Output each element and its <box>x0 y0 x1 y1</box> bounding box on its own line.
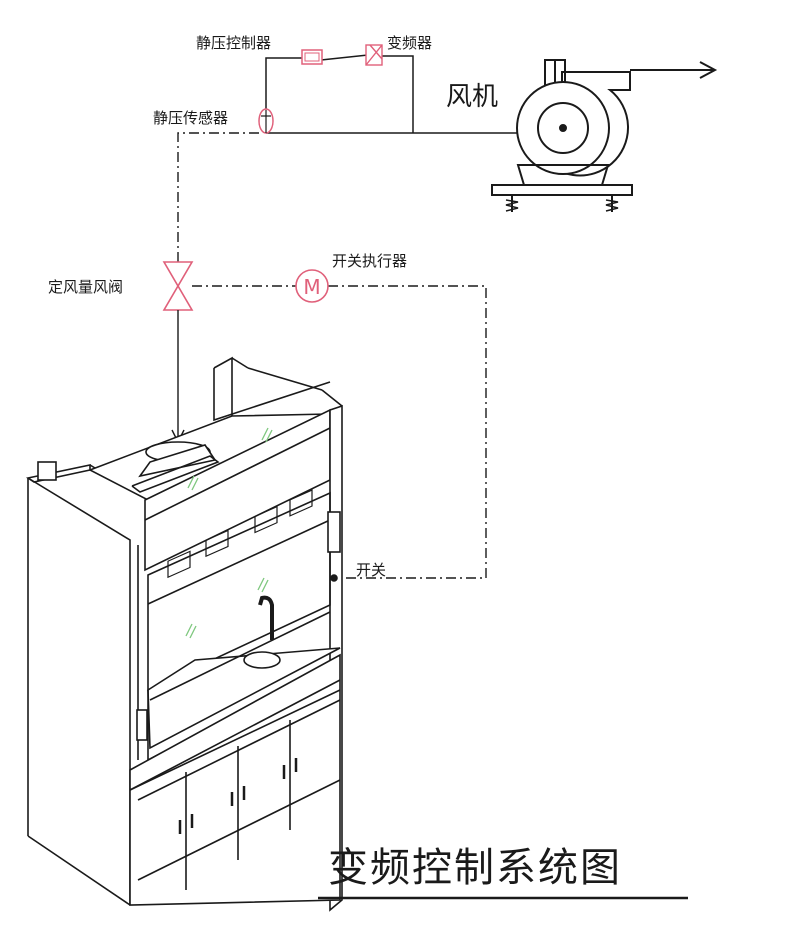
switch-actuator-symbol <box>295 269 329 303</box>
static-pressure-sensor-label: 静压传感器 <box>153 109 229 127</box>
fan-label: 风机 <box>446 82 499 112</box>
static-pressure-sensor-symbol <box>258 108 274 134</box>
actuator-line <box>192 285 487 579</box>
switch-actuator-label: 开关执行器 <box>332 252 408 270</box>
static-pressure-controller-symbol <box>301 49 323 65</box>
constant-air-volume-valve-symbol <box>162 261 194 311</box>
glass-marks <box>185 427 273 639</box>
valve-to-hood-duct <box>171 310 185 444</box>
switch-label: 开关 <box>356 561 387 579</box>
diagram-title: 变频控制系统图 <box>328 845 622 891</box>
motor-symbol-label: M <box>303 275 320 299</box>
static-pressure-controller-label: 静压控制器 <box>196 34 272 52</box>
duct-line <box>177 132 259 262</box>
frequency-converter-label: 变频器 <box>387 34 433 52</box>
fume-hood <box>25 356 343 912</box>
constant-air-volume-valve-label: 定风量风阀 <box>48 278 124 296</box>
frequency-converter-symbol <box>365 44 383 66</box>
fan-symbol <box>491 59 718 212</box>
control-wiring <box>265 54 540 134</box>
